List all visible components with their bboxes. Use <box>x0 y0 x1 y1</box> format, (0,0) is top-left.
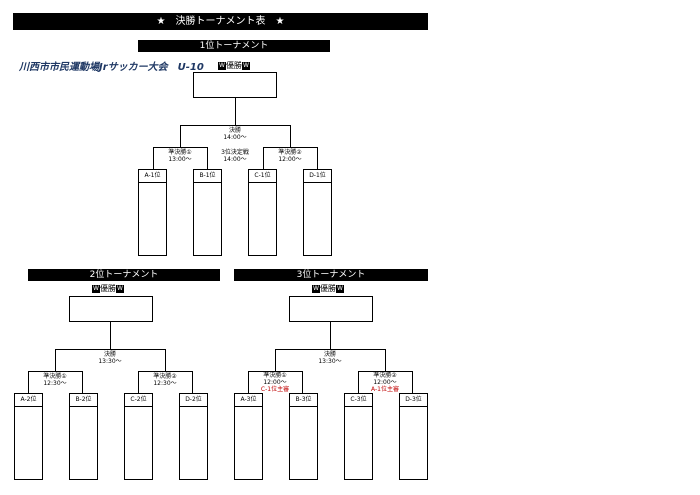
t1-line <box>263 147 264 169</box>
t2-line <box>28 371 83 372</box>
t3-semi2-label: 準決勝② <box>373 372 397 379</box>
t3-line <box>302 371 303 393</box>
t3-line <box>275 349 386 350</box>
seed-label: C-3位 <box>345 394 372 407</box>
t2-line <box>138 371 193 372</box>
t1-line <box>235 98 236 125</box>
seed-label: A-1位 <box>139 170 166 183</box>
seed-label: A-3位 <box>235 394 262 407</box>
t1-semi1-label: 準決勝① <box>168 149 192 156</box>
t3-line <box>358 371 413 372</box>
t3-seed-box: C-3位 <box>344 393 373 480</box>
t2-seed-box: D-2位 <box>179 393 208 480</box>
seed-label: B-2位 <box>70 394 97 407</box>
t3-line <box>248 371 303 372</box>
t2-line <box>110 322 111 349</box>
t3-line <box>248 371 249 393</box>
t3-semi1-referee: C-1位主審 <box>260 386 290 393</box>
t1-line <box>180 125 181 147</box>
t2-line <box>138 371 139 393</box>
t1-third-label: 3位決定戦 <box>221 149 249 156</box>
seed-label: B-3位 <box>290 394 317 407</box>
t2-line <box>192 371 193 393</box>
t3-seed-box: A-3位 <box>234 393 263 480</box>
t1-champion-box <box>193 72 277 98</box>
t2-seed-box: B-2位 <box>69 393 98 480</box>
t1-final-time: 14:00～ <box>223 134 247 141</box>
seed-label: C-1位 <box>249 170 276 183</box>
t2-champion-box <box>69 296 153 322</box>
t3-semi2-referee: A-1位主審 <box>371 386 399 393</box>
t3-champion-box <box>289 296 373 322</box>
t1-seed-box: B-1位 <box>193 169 222 256</box>
t2-champion-label: W優勝W <box>92 284 124 293</box>
t1-seed-box: D-1位 <box>303 169 332 256</box>
t3-line <box>330 322 331 349</box>
t2-semi2-label: 準決勝② <box>153 373 177 380</box>
tag-icon: W <box>312 284 320 293</box>
t2-line <box>28 371 29 393</box>
t1-line <box>153 147 154 169</box>
t3-seed-box: D-3位 <box>399 393 428 480</box>
seed-label: D-3位 <box>400 394 427 407</box>
t2-final-label: 決勝 <box>103 351 117 358</box>
t2-semi1-label: 準決勝① <box>43 373 67 380</box>
t1-seed-box: C-1位 <box>248 169 277 256</box>
event-title: 川西市市民運動場Jrサッカー大会 U-10 <box>19 62 204 73</box>
t3-line <box>358 371 359 393</box>
t3-semi1-label: 準決勝① <box>263 372 287 379</box>
tag-icon: W <box>218 61 226 70</box>
t1-line <box>153 147 208 148</box>
t1-semi2-label: 準決勝② <box>278 149 302 156</box>
t2-line <box>55 349 56 371</box>
t3-line <box>412 371 413 393</box>
seed-label: D-1位 <box>304 170 331 183</box>
t1-line <box>263 147 318 148</box>
t1-header: 1位トーナメント <box>138 40 330 52</box>
t3-header: 3位トーナメント <box>234 269 428 281</box>
main-header: ★ 決勝トーナメント表 ★ <box>13 13 428 30</box>
t3-final-time: 13:30～ <box>318 358 342 365</box>
t2-semi1-time: 12:30～ <box>43 380 67 387</box>
t2-line <box>55 349 166 350</box>
t3-line <box>275 349 276 371</box>
tag-icon: W <box>92 284 100 293</box>
t1-final-label: 決勝 <box>228 127 242 134</box>
tag-icon: W <box>115 284 124 293</box>
t1-line <box>290 125 291 147</box>
t1-champion-label: W優勝W <box>218 61 250 70</box>
seed-label: C-2位 <box>125 394 152 407</box>
t3-seed-box: B-3位 <box>289 393 318 480</box>
seed-label: A-2位 <box>15 394 42 407</box>
t1-line <box>180 125 291 126</box>
t3-semi2-time: 12:00～ <box>373 379 397 386</box>
seed-label: B-1位 <box>194 170 221 183</box>
t1-line <box>207 147 208 169</box>
seed-label: D-2位 <box>180 394 207 407</box>
t2-line <box>82 371 83 393</box>
t3-line <box>385 349 386 371</box>
t3-champion-label: W優勝W <box>312 284 344 293</box>
t2-seed-box: C-2位 <box>124 393 153 480</box>
t1-line <box>317 147 318 169</box>
tag-icon: W <box>335 284 344 293</box>
t2-line <box>165 349 166 371</box>
t3-semi1-time: 12:00～ <box>263 379 287 386</box>
tag-icon: W <box>241 61 250 70</box>
t2-header: 2位トーナメント <box>28 269 220 281</box>
t2-seed-box: A-2位 <box>14 393 43 480</box>
t2-final-time: 13:30～ <box>98 358 122 365</box>
t1-semi1-time: 13:00～ <box>168 156 192 163</box>
t1-seed-box: A-1位 <box>138 169 167 256</box>
t3-final-label: 決勝 <box>323 351 337 358</box>
t2-semi2-time: 12:30～ <box>153 380 177 387</box>
t1-semi2-time: 12:00～ <box>278 156 302 163</box>
t1-third-time: 14:00～ <box>223 156 247 163</box>
